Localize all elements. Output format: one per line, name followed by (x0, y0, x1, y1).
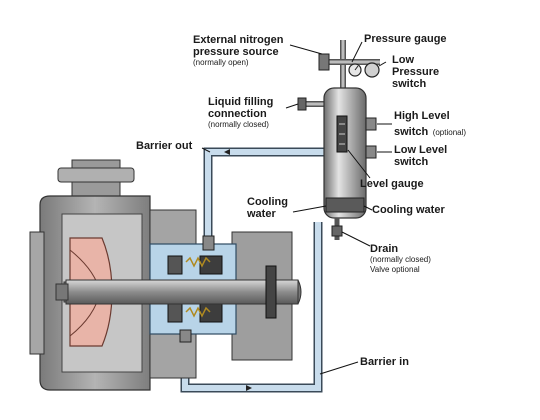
label-low-level-switch: Low Level switch (394, 144, 447, 168)
label-barrier-out: Barrier out (136, 140, 192, 152)
label-filling-line1: Liquid filling (208, 96, 274, 108)
label-lps-line1: Low (392, 54, 414, 66)
label-pressure-gauge-text: Pressure gauge (364, 33, 447, 45)
label-drain-note1: (normally closed) (370, 255, 431, 264)
label-cw-right-text: Cooling water (372, 204, 445, 216)
label-drain-line1: Drain (370, 243, 399, 255)
pump-shaft (55, 265, 302, 319)
seal-pot-reservoir (297, 40, 380, 240)
label-cooling-water-left: Cooling water (247, 196, 288, 220)
label-nitrogen-line1: External nitrogen (193, 34, 284, 46)
label-high-level-switch: High Level switch (optional) (394, 110, 466, 140)
label-cw-left-line2: water (247, 208, 276, 220)
label-nitrogen-line2: pressure source (193, 46, 279, 58)
label-lps-line3: switch (392, 78, 427, 90)
label-barrier-in-text: Barrier in (360, 356, 409, 368)
leader-lines (201, 41, 392, 375)
label-drain: Drain (normally closed) Valve optional (370, 243, 431, 275)
label-barrier-in: Barrier in (360, 356, 409, 368)
label-lps-line2: Pressure (392, 66, 440, 78)
label-cw-left-line1: Cooling (247, 196, 288, 208)
label-nitrogen-note: (normally open) (193, 58, 249, 67)
label-hls-line2: switch (394, 126, 429, 138)
label-liquid-filling: Liquid filling connection (normally clos… (208, 96, 273, 130)
label-level-gauge: Level gauge (360, 178, 424, 190)
label-hls-note: (optional) (432, 128, 467, 137)
label-filling-line2: connection (208, 108, 267, 120)
label-barrier-out-text: Barrier out (136, 140, 193, 152)
label-level-gauge-text: Level gauge (360, 178, 424, 190)
label-drain-note2: Valve optional (370, 265, 420, 274)
label-hls-line1: High Level (394, 110, 450, 122)
label-nitrogen-source: External nitrogen pressure source (norma… (193, 34, 283, 68)
label-pressure-gauge: Pressure gauge (364, 33, 447, 45)
label-low-pressure-switch: Low Pressure switch (392, 54, 439, 90)
label-lls-line1: Low Level (394, 144, 448, 156)
label-cooling-water-right: Cooling water (372, 204, 445, 216)
label-filling-note: (normally closed) (208, 120, 269, 129)
label-lls-line2: switch (394, 156, 429, 168)
